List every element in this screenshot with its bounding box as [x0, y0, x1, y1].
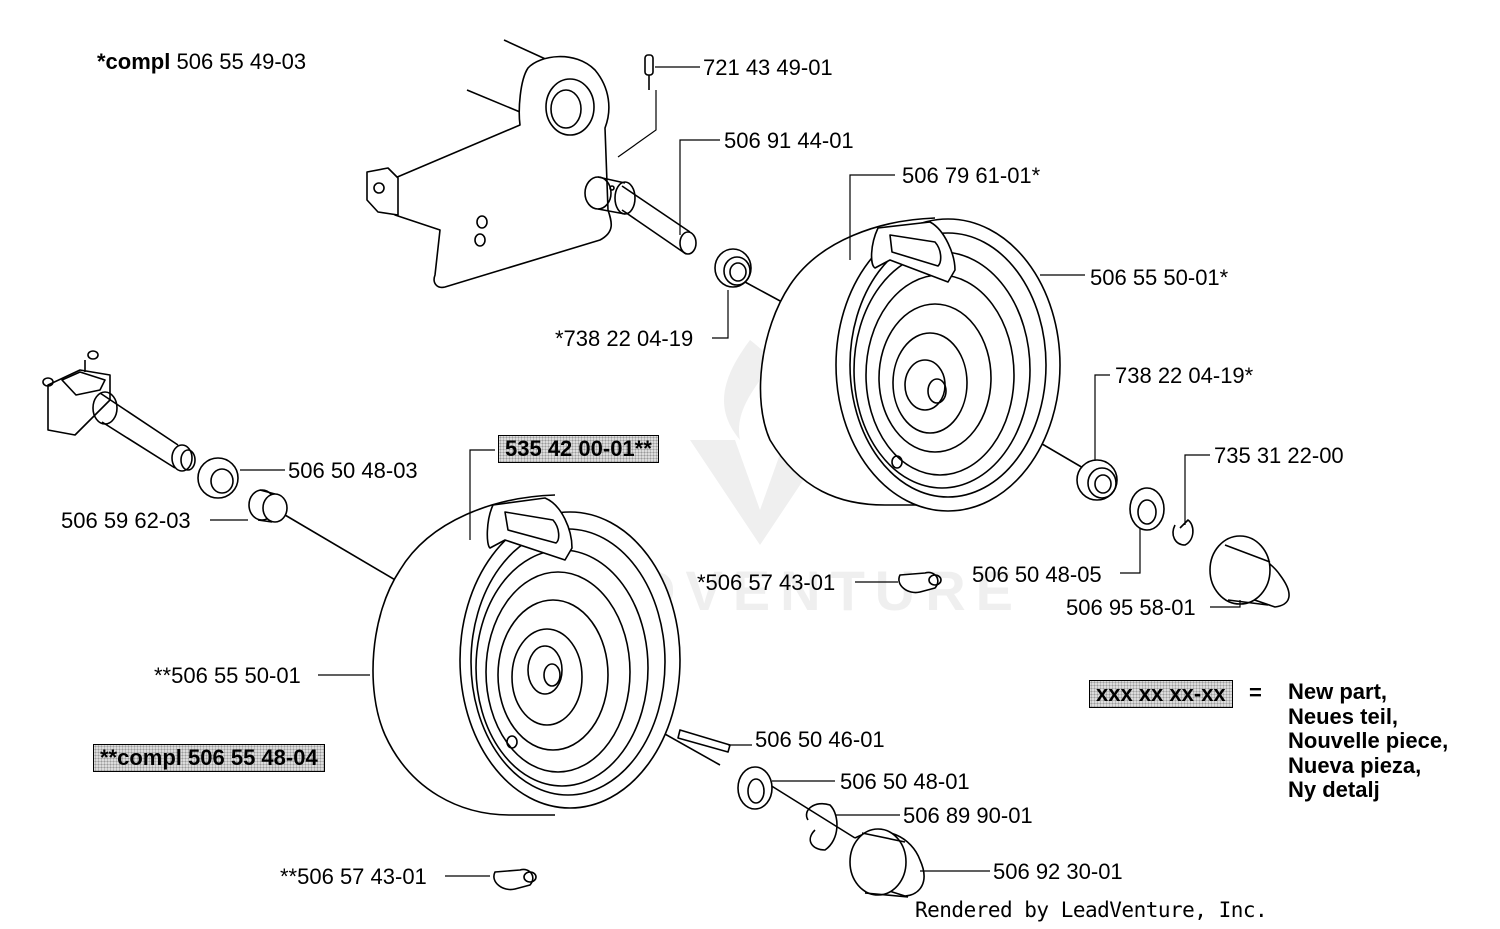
hub-cap-top [1209, 535, 1290, 608]
legend-line-fr: Nouvelle piece, [1288, 728, 1449, 753]
clip-lower [493, 868, 537, 891]
clip-mid [898, 571, 942, 594]
compl-number: 506 55 49-03 [176, 49, 307, 74]
pin-part [644, 54, 654, 90]
part-label-506-89-90-01: 506 89 90-01 [903, 803, 1033, 828]
washer-03 [197, 457, 239, 499]
part-label-506-55-50-01-top: 506 55 50-01* [1090, 265, 1229, 290]
leader-lines [210, 66, 1241, 877]
legend-line-es: Nueva pieza, [1288, 752, 1422, 778]
part-label-735-31-22-00: 735 31 22-00 [1214, 443, 1344, 468]
spacer-03 [248, 489, 288, 523]
axle-bracket [366, 39, 612, 289]
top-bearing [714, 248, 752, 288]
top-wheel [759, 217, 1061, 512]
part-label-506-59-62-03: 506 59 62-03 [61, 508, 191, 533]
circlip-lower [805, 802, 838, 851]
right-bearing [1076, 459, 1118, 501]
hub-cap-lower [849, 828, 925, 898]
legend-line-de: Neues teil, [1288, 703, 1399, 729]
part-label-738-22-04-19-left: *738 22 04-19 [555, 326, 694, 351]
key-part [677, 729, 731, 753]
legend-text: New part, Neues teil, Nouvelle piece, Nu… [1288, 679, 1449, 803]
legend-sample-box: xxx xx xx-xx [1089, 680, 1233, 708]
part-label-506-91-44-01: 506 91 44-01 [724, 128, 854, 153]
washer-01 [737, 766, 773, 810]
part-label-506-95-58-01: 506 95 58-01 [1066, 595, 1196, 620]
part-label-506-50-46-01: 506 50 46-01 [755, 727, 885, 752]
part-label-721-43-49-01: 721 43 49-01 [703, 55, 833, 80]
part-label-738-22-04-19-right: 738 22 04-19* [1115, 363, 1254, 388]
part-label-506-50-48-03: 506 50 48-03 [288, 458, 418, 483]
legend-line-en: New part, [1288, 679, 1388, 704]
part-label-506-92-30-01: 506 92 30-01 [993, 859, 1123, 884]
part-label-506-50-48-01: 506 50 48-01 [840, 769, 970, 794]
legend-line-sv: Ny detalj [1288, 777, 1380, 802]
legend-equals: = [1249, 680, 1262, 705]
new-part-label-compl-506-55-48-04: **compl 506 55 48-04 [93, 744, 325, 772]
render-credit: Rendered by LeadVenture, Inc. [915, 898, 1268, 922]
part-label-506-57-43-01-mid: *506 57 43-01 [697, 570, 836, 595]
part-label-506-79-61-01: 506 79 61-01* [902, 163, 1041, 188]
circlip-top [1172, 519, 1194, 546]
compl-prefix: *compl [97, 49, 171, 74]
top-axle-shaft [584, 176, 697, 255]
assembly-title: *compl 506 55 49-03 [97, 50, 306, 74]
new-part-label-535-42-00-01: 535 42 00-01** [498, 435, 659, 463]
part-label-506-57-43-01-low: **506 57 43-01 [280, 864, 427, 889]
part-label-506-50-48-05: 506 50 48-05 [972, 562, 1102, 587]
part-label-506-55-50-01-low: **506 55 50-01 [154, 663, 301, 688]
washer-05 [1129, 487, 1165, 531]
lower-axle-shaft [92, 391, 196, 472]
lower-wheel [372, 494, 681, 816]
